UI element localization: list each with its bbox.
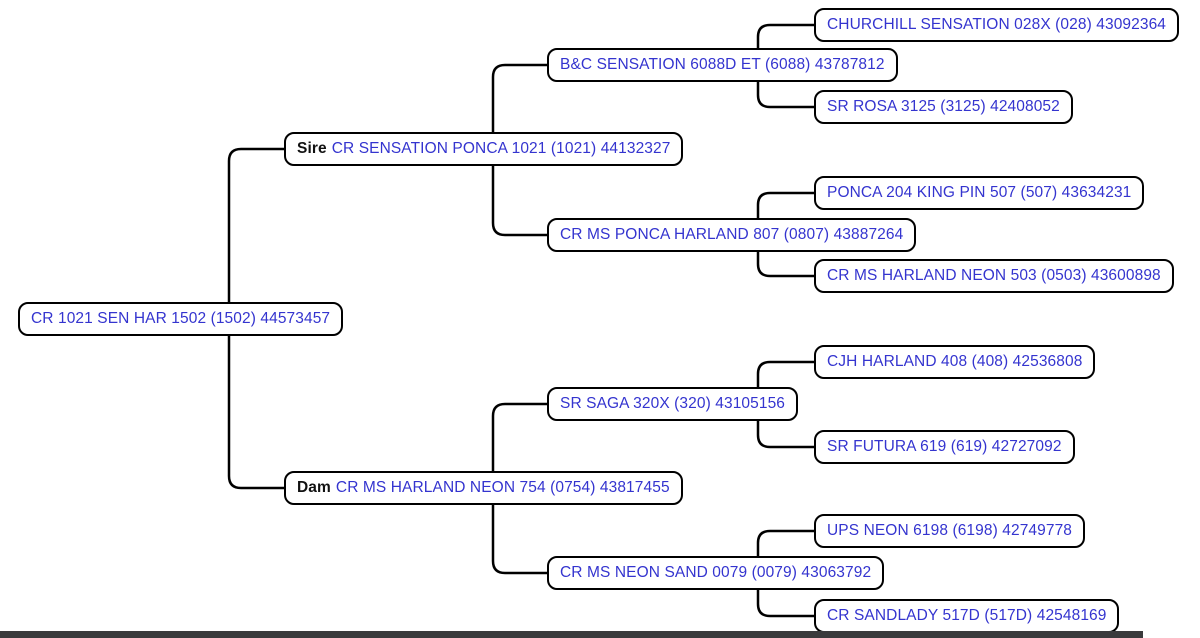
bottom-window-edge-bar [0,631,1143,638]
node-dam-dam-dam: CR SANDLADY 517D (517D) 42548169 [814,599,1120,633]
node-sire-sire-dam: SR ROSA 3125 (3125) 42408052 [814,90,1073,124]
node-maternal-grandsire: SR SAGA 320X (320) 43105156 [547,387,799,421]
node-sire-dam-sire: PONCA 204 KING PIN 507 (507) 43634231 [814,176,1145,210]
node-dam-sire-dam: SR FUTURA 619 (619) 42727092 [814,430,1075,464]
sire-dam-sire-animal-link[interactable]: PONCA 204 KING PIN 507 (507) 43634231 [827,184,1132,201]
node-sire-dam-dam: CR MS HARLAND NEON 503 (0503) 43600898 [814,259,1174,293]
sire-sire-dam-animal-link[interactable]: SR ROSA 3125 (3125) 42408052 [827,98,1060,115]
dam-animal-link[interactable]: CR MS HARLAND NEON 754 (0754) 43817455 [335,479,670,496]
node-dam-sire-sire: CJH HARLAND 408 (408) 42536808 [814,345,1096,379]
node-subject: CR 1021 SEN HAR 1502 (1502) 44573457 [18,302,344,336]
dam-dam-sire-animal-link[interactable]: UPS NEON 6198 (6198) 42749778 [827,522,1073,539]
node-paternal-granddam: CR MS PONCA HARLAND 807 (0807) 43887264 [547,218,917,252]
node-dam: Dam CR MS HARLAND NEON 754 (0754) 438174… [284,471,683,505]
paternal-grandsire-animal-link[interactable]: B&C SENSATION 6088D ET (6088) 43787812 [560,56,885,73]
dam-dam-dam-animal-link[interactable]: CR SANDLADY 517D (517D) 42548169 [827,607,1107,624]
node-maternal-granddam: CR MS NEON SAND 0079 (0079) 43063792 [547,556,885,590]
dam-sire-sire-animal-link[interactable]: CJH HARLAND 408 (408) 42536808 [827,353,1083,370]
paternal-granddam-animal-link[interactable]: CR MS PONCA HARLAND 807 (0807) 43887264 [560,226,904,243]
node-paternal-grandsire: B&C SENSATION 6088D ET (6088) 43787812 [547,48,898,82]
node-sire: Sire CR SENSATION PONCA 1021 (1021) 4413… [284,132,684,166]
sire-dam-dam-animal-link[interactable]: CR MS HARLAND NEON 503 (0503) 43600898 [827,267,1161,284]
node-dam-dam-sire: UPS NEON 6198 (6198) 42749778 [814,514,1086,548]
node-sire-sire-sire: CHURCHILL SENSATION 028X (028) 43092364 [814,8,1180,42]
sire-label: Sire [297,140,327,157]
maternal-granddam-animal-link[interactable]: CR MS NEON SAND 0079 (0079) 43063792 [560,564,872,581]
sire-animal-link[interactable]: CR SENSATION PONCA 1021 (1021) 44132327 [331,140,671,157]
sire-sire-sire-animal-link[interactable]: CHURCHILL SENSATION 028X (028) 43092364 [827,16,1167,33]
dam-sire-dam-animal-link[interactable]: SR FUTURA 619 (619) 42727092 [827,438,1062,455]
dam-label: Dam [297,479,331,496]
subject-animal-link[interactable]: CR 1021 SEN HAR 1502 (1502) 44573457 [31,310,331,327]
maternal-grandsire-animal-link[interactable]: SR SAGA 320X (320) 43105156 [560,395,786,412]
